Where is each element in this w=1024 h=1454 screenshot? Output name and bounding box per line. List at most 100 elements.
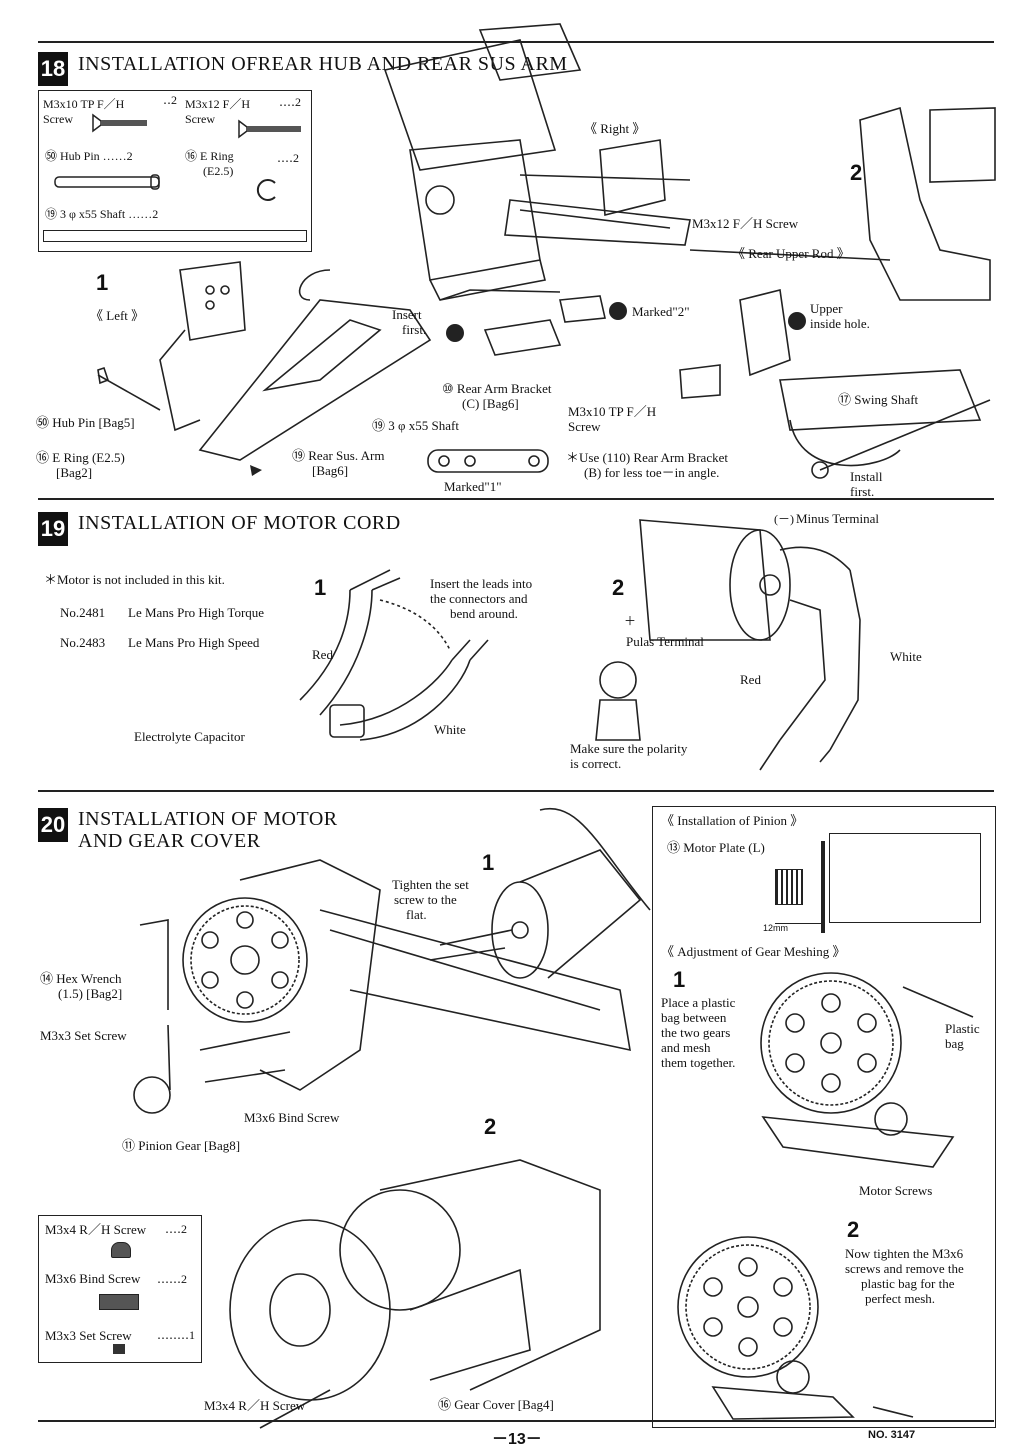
label-installation-of-pinion: 《 Installation of Pinion 》 [661, 813, 804, 828]
label-marked-1: Marked"1" [444, 479, 502, 494]
part-m3x3-set: M3x3 Set Screw [45, 1328, 132, 1343]
part-ering-name: ⑯ E Ring [185, 149, 234, 163]
note-step1-line2: bag between [661, 1010, 727, 1025]
hub-pin-icon [53, 173, 163, 193]
section-18-title: INSTALLATION OFREAR HUB AND REAR SUS ARM [78, 53, 568, 75]
label-motor-screws: Motor Screws [859, 1183, 933, 1198]
label-gear-cover: ⑯ Gear Cover [Bag4] [438, 1397, 554, 1412]
label-plus-terminal: Pulas Terminal [626, 634, 704, 649]
note-toe-in2: (B) for less toe－in angle. [584, 465, 720, 480]
label-rear-arm-bracket-bag: (C) [Bag6] [462, 396, 519, 411]
rule-19-20 [38, 790, 994, 792]
parts-box-18: M3x10 TP F／H ‥2 Screw M3x12 F／H ‥‥2 Scre… [38, 90, 312, 252]
label-ering-bag: [Bag2] [56, 465, 93, 480]
s18-step-2: 2 [850, 160, 863, 185]
section-20-title-2: AND GEAR COVER [78, 830, 261, 852]
model-number: NO. 3147 [868, 1429, 916, 1441]
part-m3x6-bind-qty: ‥‥‥2 [157, 1272, 188, 1286]
bind-screw-icon [99, 1294, 139, 1310]
rh-screw-icon [111, 1242, 131, 1258]
note-step2-line3: plastic bag for the [861, 1276, 955, 1291]
label-rear-sus-bag: [Bag6] [312, 463, 349, 478]
motor-plate-icon [821, 841, 825, 933]
part-hub-pin: ㊿ Hub Pin ……2 [45, 149, 133, 163]
adj-step-1: 1 [673, 967, 686, 992]
label-plastic-bag2: bag [945, 1036, 964, 1051]
label-right: 《 Right 》 [584, 121, 646, 136]
part-m3x4-rh: M3x4 R／H Screw [45, 1222, 147, 1237]
label-rear-sus-arm: ⑲ Rear Sus. Arm [292, 448, 385, 463]
label-hex-wrench-bag: (1.5) [Bag2] [58, 986, 123, 1001]
motor-cord-drawing [0, 500, 1024, 790]
label-motor-plate: ⑬ Motor Plate (L) [667, 840, 765, 855]
label-capacitor: Electrolyte Capacitor [134, 729, 245, 744]
s20-step-2: 2 [484, 1114, 497, 1139]
note-motor-not-included: ＊Motor is not included in this kit. [44, 572, 225, 587]
note-step1-line4: and mesh [661, 1040, 711, 1055]
motor-2-name: Le Mans Pro High Speed [128, 635, 260, 650]
label-m3x10-screw: M3x10 TP F／H [568, 404, 657, 419]
minus-symbol: (－) [774, 512, 794, 526]
label-tighten-set-screw2: screw to the [394, 892, 457, 907]
s18-step-1: 1 [96, 270, 109, 295]
adj-step-2: 2 [847, 1217, 860, 1242]
label-tighten-set-screw: Tighten the set [392, 877, 469, 892]
label-bind-screw: M3x6 Bind Screw [244, 1110, 340, 1125]
part-ering-qty: ‥‥2 [277, 151, 300, 165]
label-insert-leads: Insert the leads into [430, 576, 533, 591]
motor-2-number: No.2483 [60, 635, 106, 650]
section-19-title: INSTALLATION OF MOTOR CORD [78, 512, 401, 534]
label-insert-leads3: bend around. [450, 606, 518, 621]
section-18-badge: 18 [38, 52, 68, 86]
label-install: Install [850, 469, 883, 484]
label-adjustment-meshing: 《 Adjustment of Gear Meshing 》 [661, 944, 846, 959]
label-m3x10-screw2: Screw [568, 419, 601, 434]
part-m3x12-name2: Screw [185, 112, 215, 126]
label-red-1: Red [312, 647, 333, 662]
label-insert-first: first. [402, 322, 427, 337]
section-19-badge: 19 [38, 512, 68, 546]
part-ering-size: (E2.5) [203, 164, 234, 178]
gear-meshing-drawing [653, 807, 995, 1427]
label-pinion-gear: ⑪ Pinion Gear [Bag8] [122, 1138, 241, 1153]
parts-box-20: M3x4 R／H Screw ‥‥2 M3x6 Bind Screw ‥‥‥2 … [38, 1215, 202, 1363]
part-m3x10-name2: Screw [43, 112, 73, 126]
label-tighten-set-screw3: flat. [406, 907, 427, 922]
note-step2-line2: screws and remove the [845, 1261, 964, 1276]
label-insert: Insert [392, 307, 422, 322]
label-marked-2: Marked"2" [632, 304, 690, 319]
note-step1-line5: them together. [661, 1055, 736, 1070]
label-install-first: first. [850, 484, 875, 499]
motor-1-name: Le Mans Pro High Torque [128, 605, 265, 620]
part-m3x6-bind: M3x6 Bind Screw [45, 1271, 141, 1286]
label-red-2: Red [740, 672, 761, 687]
top-rule [38, 41, 994, 43]
note-step1-line1: Place a plastic [661, 995, 736, 1010]
note-step1-line3: the two gears [661, 1025, 731, 1040]
s19-step-1: 1 [314, 575, 327, 600]
shaft-icon [43, 230, 307, 242]
part-m3x12-name: M3x12 F／H [185, 97, 251, 111]
note-toe-in: ＊Use (110) Rear Arm Bracket [566, 450, 728, 465]
label-insert-leads2: the connectors and [430, 591, 528, 606]
label-m3x12-screw: M3x12 F／H Screw [692, 216, 799, 231]
label-dimension: 12mm [763, 923, 789, 933]
label-plastic-bag: Plastic [945, 1021, 980, 1036]
label-upper: Upper [810, 301, 843, 316]
note-polarity2: is correct. [570, 756, 622, 771]
note-step2-line1: Now tighten the M3x6 [845, 1246, 964, 1261]
part-m3x10-name: M3x10 TP F／H [43, 97, 125, 111]
label-white-2: White [890, 649, 922, 664]
label-left: 《 Left 》 [90, 308, 145, 323]
label-rear-arm-bracket: ⑩ Rear Arm Bracket [442, 381, 552, 396]
label-minus-terminal: Minus Terminal [796, 511, 879, 526]
ering-icon [253, 177, 283, 203]
set-screw-icon [113, 1344, 125, 1354]
motor-gear-cover-drawing [0, 790, 660, 1430]
screw-m3x10-icon [91, 113, 147, 133]
pinion-meshing-panel: 《 Installation of Pinion 》 ⑬ Motor Plate… [652, 806, 996, 1428]
section-20-badge: 20 [38, 808, 68, 842]
label-swing-shaft: ⑰ Swing Shaft [838, 392, 919, 407]
part-m3x4-rh-qty: ‥‥2 [165, 1222, 188, 1236]
part-shaft: ⑲ 3 φ x55 Shaft ……2 [45, 207, 159, 221]
